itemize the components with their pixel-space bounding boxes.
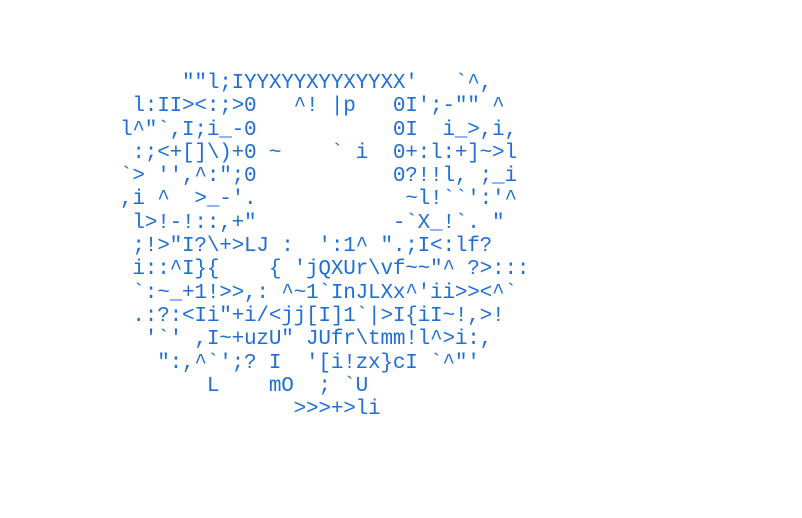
ascii-art-line: `:~_+1!>>,: ^~1`InJLXx^'ii>><^` [120, 281, 517, 305]
ascii-art-line: :;<+[]\)+0 ~ ` i 0+:l:+]~>l [120, 141, 517, 165]
ascii-art-line: i::^I}{ { 'jQXUr\vf~~"^ ?>::: [120, 258, 530, 282]
ascii-art-line: >>>+>li [120, 398, 381, 422]
ascii-art-line: ":,^`';? I '[i!zx}cI `^"' [120, 351, 480, 375]
ascii-art-line: ,i ^ >_-'. ~l!``':'^ [120, 188, 517, 212]
ascii-art-line: ""l;IYYXYYXYYXYYXX' `^, [120, 72, 493, 95]
ascii-art-line: L mO ; `U [120, 374, 369, 398]
ascii-art-line: l^"`,I;i_-0 0I i_>,i, [120, 118, 517, 142]
ascii-art-line: ;!>"I?\+>LJ : ':1^ ".;I<:lf? [120, 235, 493, 259]
ascii-art-line: .:?:<Ii"+i/<jj[I]1`|>I{iI~!,>! [120, 304, 505, 328]
ascii-art-block: ""l;IYYXYYXYYXYYXX' `^, l:II><:;>0 ^! |p… [120, 72, 529, 421]
ascii-art-line: `> '',^:";0 0?!!l, ;_i [120, 165, 517, 189]
ascii-art-line: '`' ,I~+uzU" JUfr\tmm!l^>i:, [120, 328, 493, 352]
ascii-art-line: l>!-!::,+" -`X_!`. " [120, 211, 505, 235]
ascii-art-line: l:II><:;>0 ^! |p 0I';-"" ^ [120, 95, 505, 119]
